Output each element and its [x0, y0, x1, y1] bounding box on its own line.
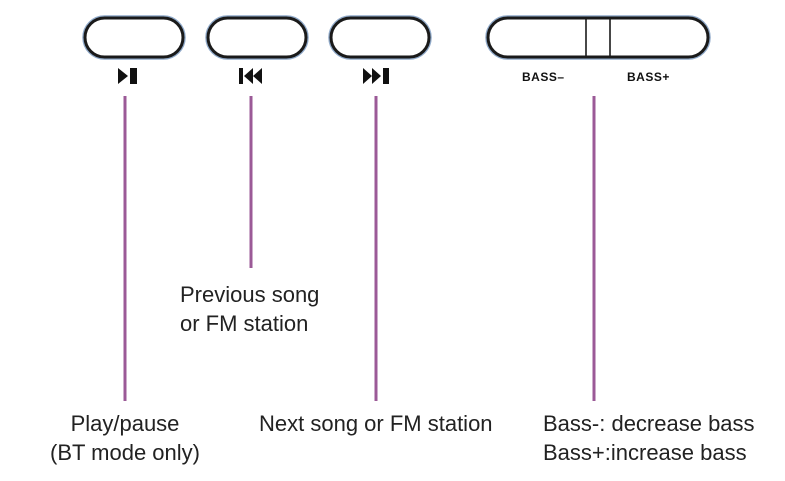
play-pause-button[interactable]: [82, 15, 186, 60]
caption-previous-line1: Previous song: [180, 282, 320, 307]
skip-previous-icon: [239, 68, 262, 84]
caption-previous-line2: or FM station: [180, 311, 309, 336]
caption-next: Next song or FM station: [259, 409, 493, 438]
previous-button[interactable]: [205, 15, 309, 60]
bass-plus-label: BASS+: [627, 70, 670, 84]
skip-next-icon: [363, 68, 389, 84]
caption-play-pause-line2: (BT mode only): [50, 440, 200, 465]
caption-bass-line1: Bass-: decrease bass: [543, 411, 755, 436]
caption-bass-line2: Bass+:increase bass: [543, 440, 747, 465]
next-button[interactable]: [328, 15, 432, 60]
caption-bass: Bass-: decrease bass Bass+:increase bass: [543, 409, 755, 467]
caption-play-pause: Play/pause (BT mode only): [25, 409, 225, 467]
bass-rocker-button[interactable]: [485, 15, 711, 60]
play-pause-icon: [118, 68, 137, 84]
caption-next-line1: Next song or FM station: [259, 411, 493, 436]
bass-minus-label: BASS–: [522, 70, 565, 84]
caption-play-pause-line1: Play/pause: [70, 411, 180, 436]
caption-previous: Previous song or FM station: [180, 280, 319, 338]
